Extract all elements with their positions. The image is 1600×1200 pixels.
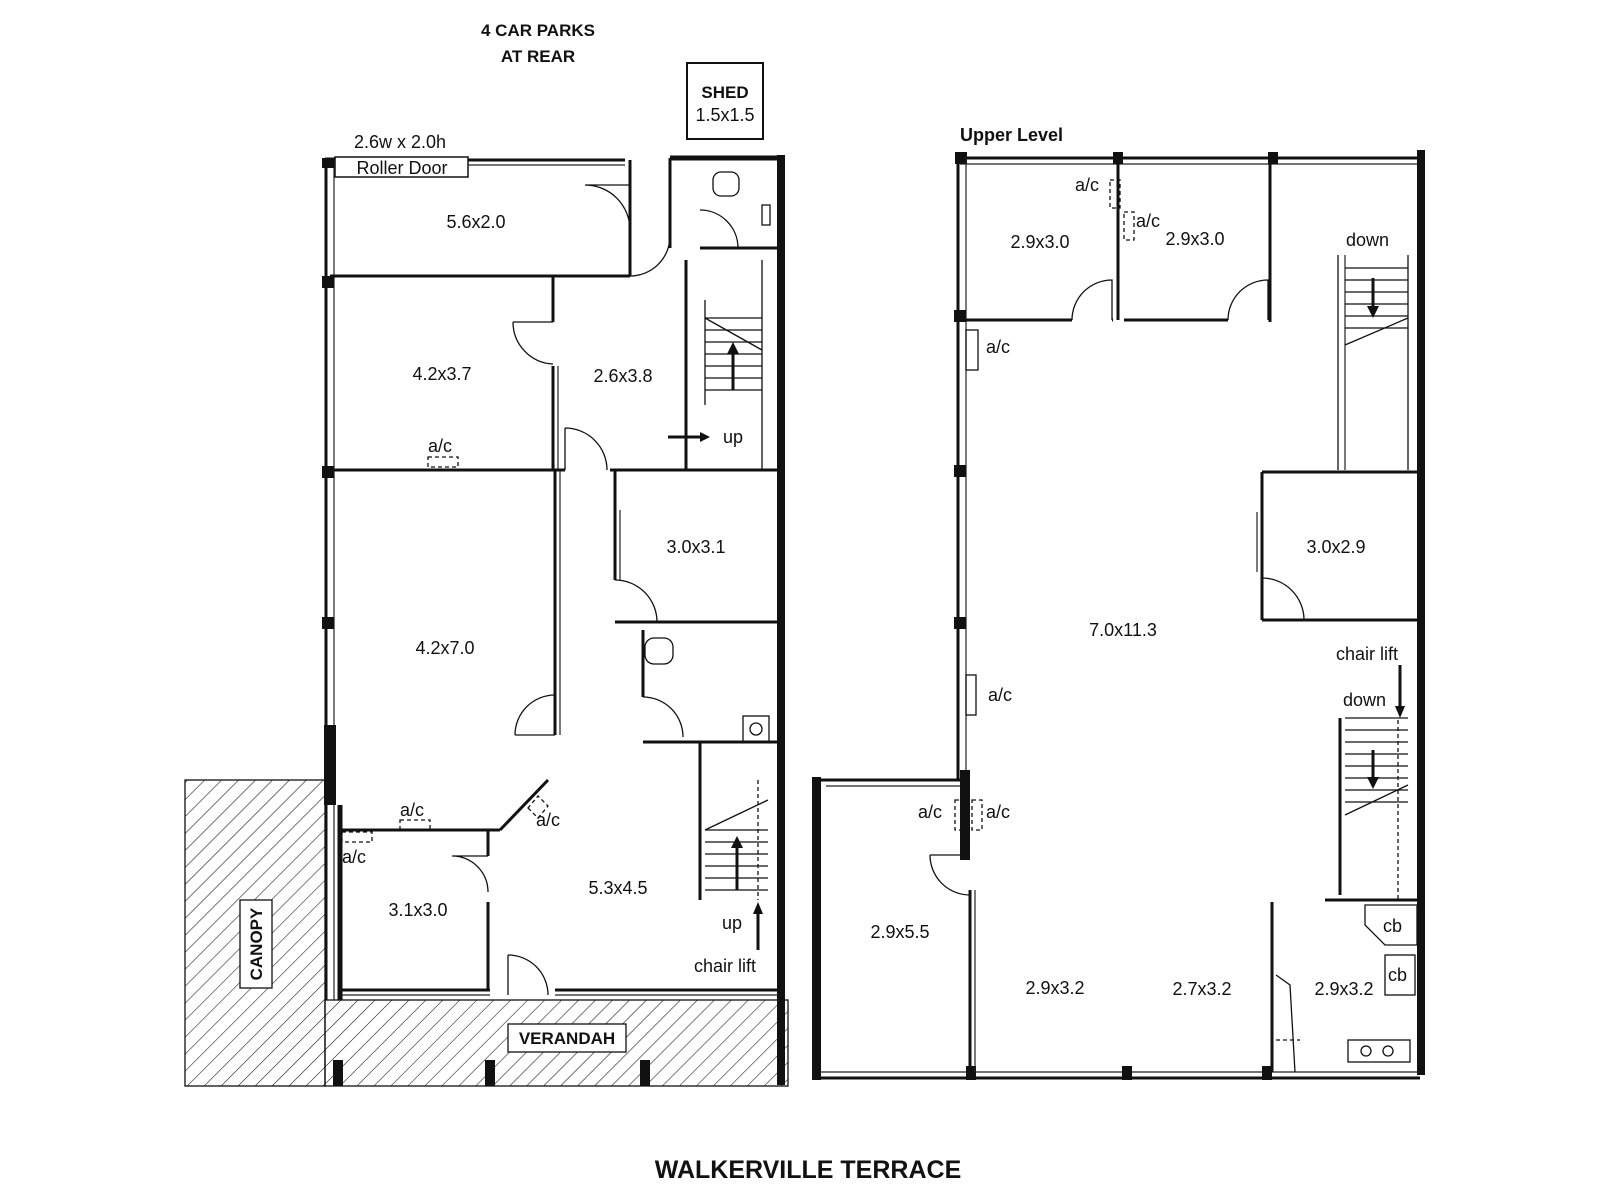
upper-ac-label-2: a/c [1136,211,1160,231]
upper-cb-label-2: cb [1388,965,1407,985]
ground-ac-label-1: a/c [428,436,452,456]
upper-ac-label-4: a/c [918,802,942,822]
street-name: WALKERVILLE TERRACE [655,1156,962,1184]
roller-door-size: 2.6w x 2.0h [354,132,446,152]
upper-room-label-5: 2.9x3.2 [1025,978,1084,998]
ground-room-label-6: 3.1x3.0 [388,900,447,920]
verandah-label-box [507,1023,627,1053]
car-parks-line1: 4 CAR PARKS [481,21,595,40]
ground-stairs-front [704,780,769,900]
ground-floor-plan: CANOPY VERANDAH SHED 1.5x1.5 2.6w x 2.0h… [184,62,789,1087]
upper-room-label-6: 2.7x3.2 [1172,979,1231,999]
upper-cb-label-1: cb [1383,916,1402,936]
upper-ac-label-1: a/c [1075,175,1099,195]
car-parks-line2: AT REAR [501,47,575,66]
shed-size: 1.5x1.5 [695,105,754,125]
ground-ac-label-4: a/c [536,810,560,830]
ground-room-label-1: 4.2x3.7 [412,364,471,384]
ground-room-label-3: 3.0x3.1 [666,537,725,557]
shed-label: SHED [701,83,748,102]
upper-room-label-7: 2.9x3.2 [1314,979,1373,999]
shed [686,62,764,140]
upper-room-label-4: 2.9x5.5 [870,922,929,942]
ground-chair-lift-label: chair lift [694,956,756,976]
canopy-label-box [239,899,273,989]
ground-ac-label-2: a/c [400,800,424,820]
upper-room-label-2: 7.0x11.3 [1089,620,1157,640]
roller-door [334,156,469,178]
upper-ac-label-6: a/c [988,685,1012,705]
roller-door-label: Roller Door [356,158,447,178]
canopy-label: CANOPY [247,907,266,980]
ground-ac-label-3: a/c [342,847,366,867]
upper-down-label-1: down [1346,230,1389,250]
ground-up-label-2: up [722,913,742,933]
upper-chair-lift-label: chair lift [1336,644,1398,664]
ground-up-label-1: up [723,427,743,447]
upper-room-label-0: 2.9x3.0 [1010,232,1069,252]
upper-ac-label-5: a/c [986,802,1010,822]
ground-room-label-2: 2.6x3.8 [593,366,652,386]
upper-level-title: Upper Level [960,125,1063,145]
ground-stairs-rear [704,300,763,405]
upper-floor-plan: Upper Level a/c a/c [812,125,1425,1080]
ground-room-label-0: 5.6x2.0 [446,212,505,232]
ground-room-label-5: 5.3x4.5 [588,878,647,898]
upper-stairs-front [1338,717,1409,900]
verandah-label: VERANDAH [519,1029,615,1048]
upper-ac-label-3: a/c [986,337,1010,357]
upper-stairs-rear [1337,255,1409,470]
upper-room-label-3: 3.0x2.9 [1306,537,1365,557]
upper-down-label-2: down [1343,690,1386,710]
ground-room-label-4: 4.2x7.0 [415,638,474,658]
upper-room-label-1: 2.9x3.0 [1165,229,1224,249]
